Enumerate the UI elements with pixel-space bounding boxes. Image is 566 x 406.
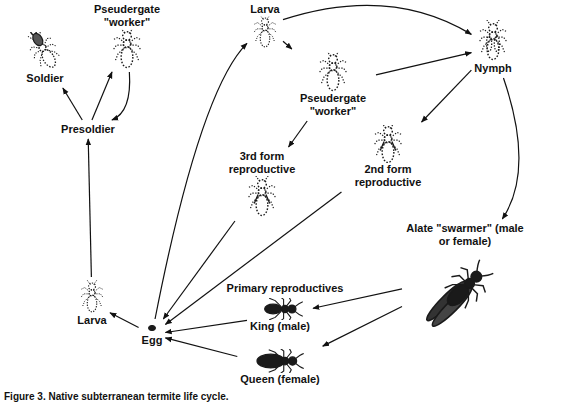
life-cycle-arrow	[502, 78, 519, 219]
stage-label: King (male)	[250, 320, 310, 333]
life-stage: Pseudergate "worker"	[87, 3, 167, 69]
stage-label: Soldier	[26, 72, 63, 85]
termite-illustration	[25, 32, 65, 72]
termite-illustration	[247, 176, 277, 218]
termite-illustration	[373, 125, 403, 163]
life-cycle-arrow	[165, 192, 341, 324]
termite-figure	[253, 16, 276, 47]
termite-figure	[374, 125, 403, 162]
life-stage: Pseudergate "worker"	[293, 52, 373, 118]
stage-label: 2nd form reproductive	[343, 163, 433, 189]
termite-figure	[25, 32, 65, 72]
life-cycle-arrow	[165, 338, 237, 357]
termite-figure	[80, 280, 103, 312]
life-cycle-arrow	[92, 72, 112, 120]
stage-label: Egg	[142, 334, 163, 347]
stage-label: 3rd form reproductive	[217, 150, 307, 176]
termite-figure	[248, 176, 277, 215]
stage-label: Larva	[77, 314, 106, 327]
stage-label: Queen (female)	[240, 373, 319, 386]
stage-label: Alate "swarmer" (male or female)	[405, 222, 525, 248]
life-stage: Larva	[250, 3, 280, 48]
life-stage: 3rd form reproductive	[217, 150, 307, 218]
life-cycle-arrow	[422, 70, 472, 122]
life-stage: Alate "swarmer" (male or female)	[405, 222, 525, 328]
life-cycle-arrow	[63, 88, 82, 120]
stage-label: Larva	[250, 3, 279, 16]
stage-label: Nymph	[474, 62, 511, 75]
figure-caption: Figure 3. Native subterranean termite li…	[4, 390, 229, 403]
termite-figure	[420, 254, 499, 328]
termite-figure	[265, 298, 303, 320]
life-cycle-arrow	[376, 53, 471, 75]
life-cycle-arrow	[289, 121, 308, 147]
stage-label: Presoldier	[61, 123, 115, 136]
stage-label: Pseudergate "worker"	[293, 92, 373, 118]
life-stage: Larva	[77, 280, 107, 327]
life-cycle-arrow	[163, 221, 235, 319]
life-cycle-arrow	[283, 41, 292, 49]
group-label: Primary reproductives	[227, 282, 344, 295]
termite-illustration	[112, 29, 142, 69]
life-stage: Presoldier	[61, 123, 115, 136]
termite-illustration	[420, 248, 510, 328]
termite-figure	[257, 349, 304, 373]
termite-illustration	[250, 16, 280, 48]
termite-illustration	[318, 52, 348, 92]
termite-illustration	[248, 349, 312, 373]
life-stage: 2nd form reproductive	[343, 125, 433, 189]
termite-illustration	[250, 298, 310, 320]
termite-figure	[479, 20, 508, 59]
life-stage: King (male)	[250, 298, 310, 333]
life-cycle-arrow	[155, 43, 247, 319]
termite-illustration	[145, 322, 159, 334]
termite-illustration	[77, 280, 107, 314]
life-cycle-arrow	[112, 72, 130, 120]
life-cycle-arrow	[283, 5, 471, 34]
termite-figure	[113, 29, 142, 67]
termite-illustration	[475, 20, 511, 62]
life-cycle-arrow	[165, 320, 247, 332]
stage-label: Pseudergate "worker"	[87, 3, 167, 29]
life-cycle-arrow	[323, 307, 402, 347]
life-stage: Queen (female)	[240, 349, 319, 386]
life-cycle-arrow	[88, 139, 91, 277]
termite-figure	[319, 52, 348, 90]
life-cycle-arrow	[110, 313, 139, 328]
life-stage: Soldier	[25, 32, 65, 85]
life-stage: Egg	[142, 322, 163, 347]
life-stage: Nymph	[474, 20, 511, 75]
